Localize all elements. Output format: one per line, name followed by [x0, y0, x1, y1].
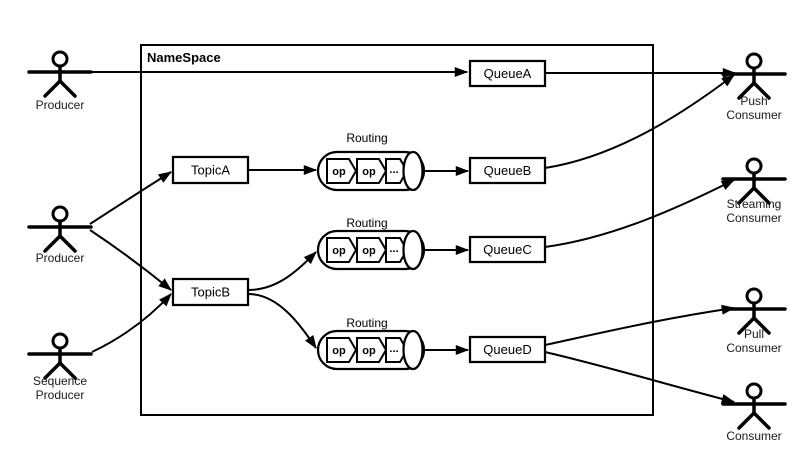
- actor-producer-1: Producer: [27, 50, 93, 112]
- node-queueC: QueueC: [468, 235, 547, 264]
- routing-pipeline-2: Routing op op ...: [316, 216, 426, 271]
- queueB-box: [468, 156, 547, 185]
- routing1-op2-label: op: [362, 166, 376, 178]
- routing3-op1-label: op: [332, 345, 346, 357]
- edge-queueC-streaming-consumer: [544, 179, 735, 248]
- routing3-op2-chevron-icon: [356, 337, 388, 363]
- pull-consumer-head-icon: [745, 287, 763, 305]
- namespace-title: NameSpace: [147, 50, 221, 65]
- topicA-box: [171, 155, 250, 185]
- routing2-op2-chevron-icon: [356, 237, 388, 263]
- actor-producer-2: Producer: [27, 205, 93, 265]
- routing3-op2-label: op: [362, 345, 376, 357]
- node-queueA: QueueA: [468, 59, 547, 88]
- pull-consumer-label: Pull: [744, 327, 764, 341]
- actor-consumer: Consumer: [721, 382, 787, 443]
- edge-sequence-producer-topicB: [91, 293, 172, 353]
- sequence-producer-label-line2: Producer: [36, 388, 85, 402]
- routing2-op3-label: ...: [389, 243, 398, 255]
- routing2-label: Routing: [346, 216, 387, 230]
- actor-push-consumer: Push Consumer: [721, 52, 787, 122]
- edge-topicB-routing3: [247, 293, 317, 349]
- topicB-box: [171, 277, 250, 307]
- streaming-consumer-head-icon: [745, 157, 763, 175]
- consumer-label: Consumer: [726, 429, 781, 443]
- edge-producer2-topicA: [89, 171, 172, 225]
- producer1-label: Producer: [36, 98, 85, 112]
- push-consumer-label-line2: Consumer: [726, 108, 781, 122]
- routing2-op1-chevron-icon: [326, 237, 358, 263]
- routing3-op1-chevron-icon: [326, 337, 358, 363]
- routing1-op1-label: op: [332, 166, 346, 178]
- topicA-label: TopicA: [191, 163, 230, 178]
- edge-queueD-pull-consumer: [544, 304, 736, 346]
- node-queueB: QueueB: [468, 156, 547, 185]
- producer2-head-icon: [51, 205, 69, 223]
- push-consumer-label: Push: [740, 94, 767, 108]
- sequence-producer-label: Sequence: [33, 374, 87, 388]
- queueD-label: QueueD: [483, 342, 531, 357]
- queueA-box: [468, 59, 547, 88]
- actor-streaming-consumer: Streaming Consumer: [721, 157, 787, 225]
- routing2-op2-label: op: [362, 245, 376, 257]
- queueB-label: QueueB: [484, 163, 532, 178]
- topicB-label: TopicB: [191, 285, 230, 300]
- routing1-op2-chevron-icon: [356, 158, 388, 184]
- edge-queueB-push-consumer: [544, 74, 735, 169]
- routing3-op3-label: ...: [389, 343, 398, 355]
- actor-sequence-producer: Sequence Producer: [27, 332, 93, 402]
- producer1-head-icon: [51, 50, 69, 68]
- routing1-op1-chevron-icon: [326, 158, 358, 184]
- edge-topicB-routing2: [247, 251, 317, 291]
- routing-pipeline-1: Routing op op ...: [316, 131, 426, 192]
- edge-producer2-topicB: [89, 229, 172, 291]
- routing-pipeline-3: Routing op op ...: [316, 316, 426, 371]
- routing2-op1-label: op: [332, 245, 346, 257]
- consumer-head-icon: [745, 382, 763, 400]
- streaming-consumer-label-line2: Consumer: [726, 211, 781, 225]
- queueD-box: [468, 335, 547, 364]
- edge-queueD-consumer: [544, 351, 736, 404]
- node-topicB: TopicB: [171, 277, 250, 307]
- connectors: [89, 67, 737, 404]
- pull-consumer-label-line2: Consumer: [726, 341, 781, 355]
- node-topicA: TopicA: [171, 155, 250, 185]
- routing3-end-cap: [402, 329, 424, 371]
- queueC-label: QueueC: [483, 242, 531, 257]
- routing1-label: Routing: [346, 131, 387, 145]
- routing1-op3-label: ...: [389, 164, 398, 176]
- actor-pull-consumer: Pull Consumer: [721, 287, 787, 355]
- routing3-label: Routing: [346, 316, 387, 330]
- queueC-box: [468, 235, 547, 264]
- streaming-consumer-label: Streaming: [727, 197, 782, 211]
- sequence-producer-head-icon: [51, 332, 69, 350]
- producer2-label: Producer: [36, 251, 85, 265]
- routing1-end-cap: [402, 150, 424, 192]
- queueA-label: QueueA: [484, 66, 532, 81]
- node-queueD: QueueD: [468, 335, 547, 364]
- routing2-end-cap: [402, 229, 424, 271]
- push-consumer-head-icon: [745, 52, 763, 70]
